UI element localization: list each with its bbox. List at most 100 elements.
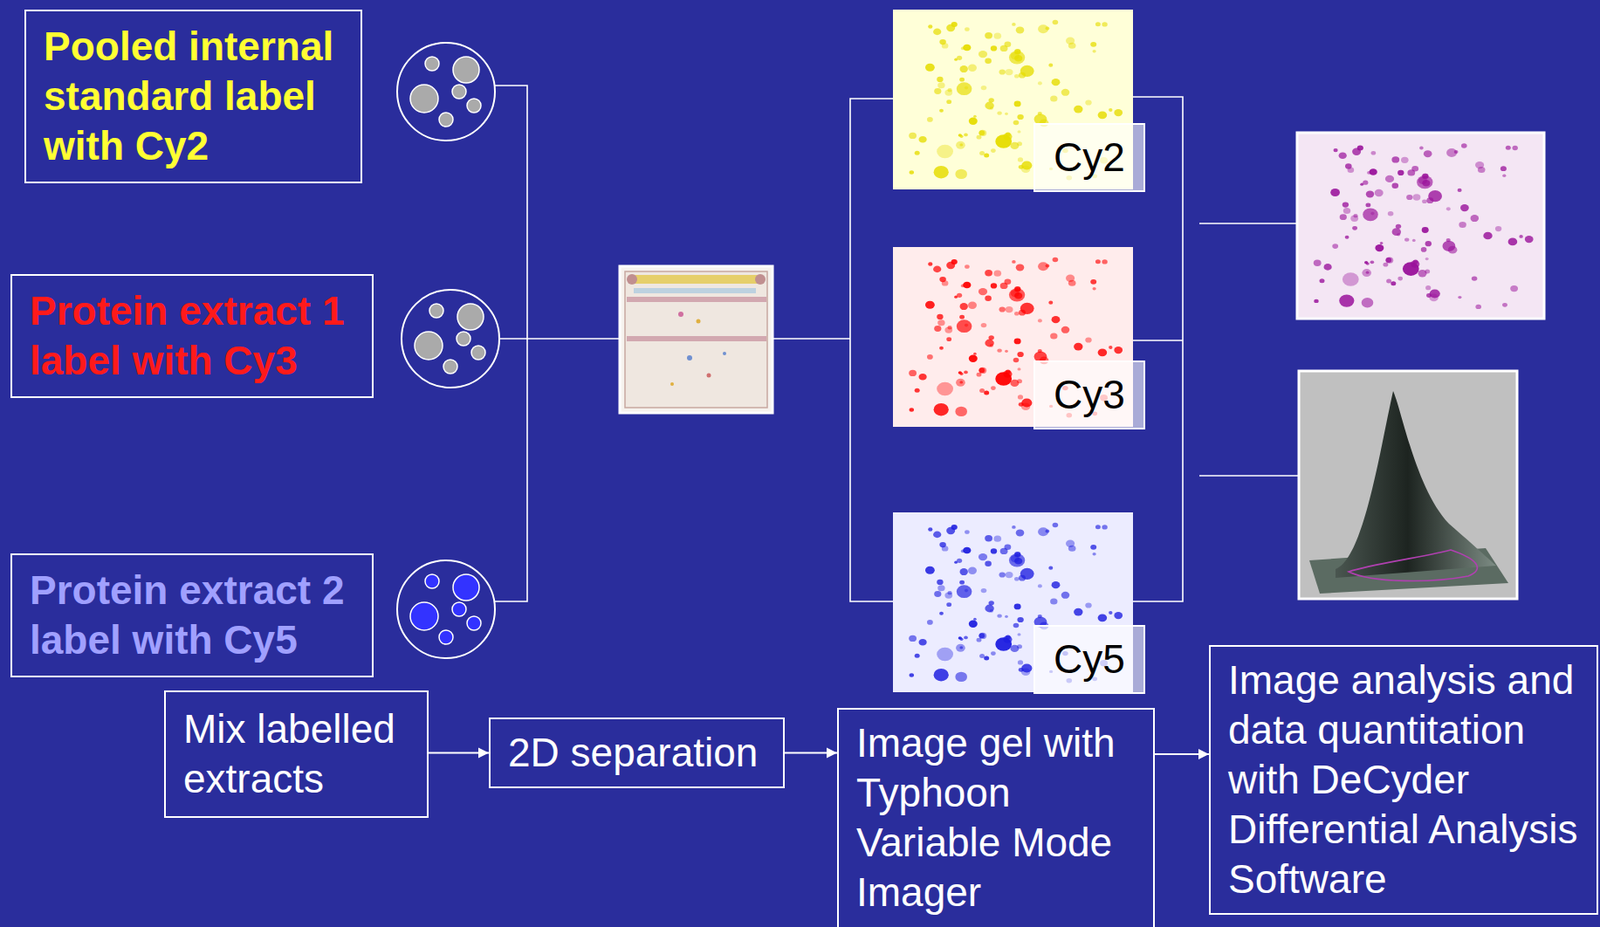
gel-spot (1014, 604, 1022, 611)
gel-spot (1454, 150, 1459, 154)
sample-label-box: Pooled internal standard label with Cy2 (24, 9, 363, 184)
gel-spot (1098, 348, 1108, 357)
gel-spot (1457, 188, 1463, 193)
gel-spot (968, 64, 977, 72)
gel-spot (1092, 552, 1097, 557)
gel-spot (951, 21, 958, 28)
gel-spot (1092, 49, 1097, 54)
gel-spot (955, 141, 966, 150)
gel-spot (1429, 288, 1441, 298)
gel-spot (1477, 166, 1486, 173)
box-text: 2D separation (508, 727, 766, 778)
gel-spot (979, 151, 985, 156)
gel-spot (1385, 257, 1392, 263)
gel-spot (1395, 224, 1401, 229)
gel-spot (1084, 99, 1092, 105)
gel-spot (995, 134, 1012, 149)
gel-spot (933, 165, 949, 179)
gel-spot (973, 115, 977, 118)
gel-icon (619, 266, 773, 413)
gel-spot (1014, 286, 1022, 292)
gel-spot (1005, 68, 1014, 76)
gel-spot (1330, 188, 1340, 197)
arrow-head (1198, 748, 1209, 760)
gel-spot (1518, 234, 1523, 239)
gel-spot (1374, 244, 1384, 252)
gel-spot (984, 535, 993, 542)
gel-spot (976, 135, 982, 140)
gel-spot (1098, 110, 1108, 119)
gel-spot (1362, 180, 1368, 186)
gel-spot (1502, 302, 1508, 308)
gel-spot (1021, 663, 1032, 673)
gel-spot (1004, 279, 1012, 285)
gel-spot (1092, 287, 1097, 291)
gel-spot (944, 89, 953, 96)
gel-spot (1421, 247, 1428, 253)
gel-spot (968, 567, 977, 575)
gel-spot (1342, 202, 1349, 208)
gel-spot (1374, 189, 1384, 197)
gel-spot (968, 620, 978, 628)
gel-spot (914, 653, 921, 659)
gel-spot (979, 367, 988, 374)
gel-spot (1045, 26, 1051, 30)
gel-spot (919, 638, 928, 646)
gel-spot (914, 151, 921, 156)
gel-spot (984, 269, 993, 276)
gel-spot (964, 27, 970, 32)
process-box: Mix labelled extracts (164, 690, 429, 818)
channel-name: Cy3 (1043, 370, 1135, 420)
gel-spot (1037, 583, 1043, 588)
gel-spot (1014, 48, 1022, 55)
gel-spot (933, 266, 941, 274)
gel-spot (937, 82, 945, 89)
gel-spot (979, 388, 985, 393)
gel-spot (1004, 41, 1012, 48)
gel-spot (1050, 332, 1058, 339)
gel-spot (936, 76, 943, 83)
gel-spot (1402, 261, 1420, 276)
gel-spot (951, 524, 958, 530)
gel-spot (1387, 211, 1394, 216)
gel-spot (1361, 268, 1372, 277)
gel-spot (1051, 78, 1061, 86)
gel-spot (960, 302, 969, 310)
gel-spot (1366, 171, 1371, 175)
gel-spot (939, 611, 944, 616)
gel-spot (994, 33, 1003, 40)
gel-spot (1073, 105, 1083, 114)
gel-spot (1016, 114, 1024, 120)
gel-spot (925, 63, 935, 72)
flow-arrow (428, 748, 489, 759)
gel-spot (1412, 239, 1416, 242)
gel-spot (983, 391, 989, 396)
gel-spot (961, 47, 965, 51)
gel-spot (1073, 343, 1083, 351)
gel-spot (908, 635, 917, 642)
gel-spot (1005, 571, 1014, 578)
gel-spot (1425, 240, 1432, 247)
gel-spot (1018, 575, 1026, 582)
gel-spot (1366, 271, 1370, 275)
channel-label: Cy5 (1033, 624, 1146, 694)
gel-spot (951, 259, 958, 265)
gel-spot (1051, 581, 1061, 589)
gel-spot (908, 370, 917, 377)
gel-spot (933, 403, 949, 416)
gel-spot (1421, 199, 1428, 205)
gel-spot (1313, 260, 1322, 267)
gel-spot (1113, 346, 1123, 354)
gel-spot (946, 336, 952, 342)
gel-spot (1017, 659, 1024, 665)
gel-spot (927, 261, 933, 266)
gel-spot (964, 86, 969, 90)
gel-spot (964, 589, 969, 593)
gel-spot (946, 602, 952, 607)
gel-spot (1014, 551, 1022, 557)
gel-spot (1350, 215, 1359, 222)
channel-name: Cy2 (1043, 132, 1135, 183)
gel-spot (1345, 163, 1353, 169)
gel-spot (1014, 54, 1023, 62)
